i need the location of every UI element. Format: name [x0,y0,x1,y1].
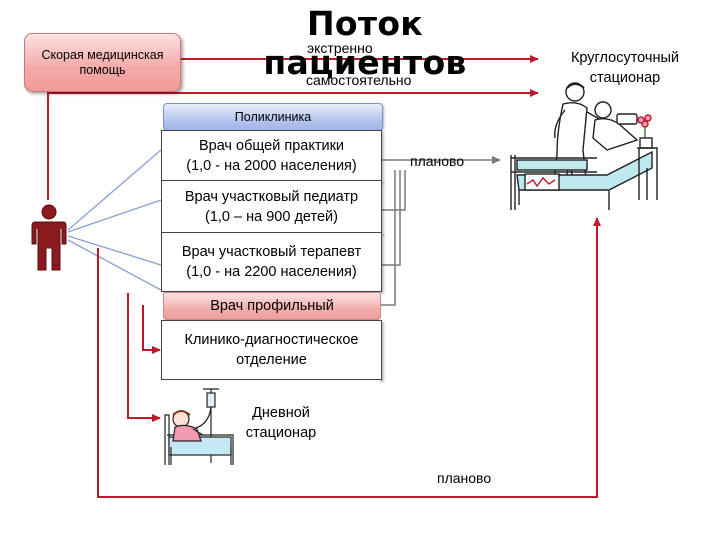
specialist-box: Врач профильный [163,292,381,320]
planned-label-bottom: планово [437,470,492,486]
polyclinic-header: Поликлиника [163,103,383,131]
specialist-label: Врач профильный [210,298,334,314]
page-title: Поток пациентов [263,4,467,82]
gp-title: Врач общей практики [198,138,345,154]
doctor-bedside-icon [510,82,658,210]
pediatrician-title: Врач участковый педиатр [184,189,359,205]
planned-label-top: планово [410,153,465,169]
planned-hospital-arrow [97,217,601,498]
pediatrician-box: Врач участковый педиатр (1,0 – на 900 де… [161,180,382,234]
therapist-box: Врач участковый терапевт (1,0 - на 2200 … [161,232,382,292]
planned-referral-lines [380,156,501,306]
diagnostic-label: Клинико-диагностическое отделение [184,332,359,368]
person-icon [31,204,67,271]
emergency-label: экстренно [307,40,373,56]
ambulance-label: Скорая медицинская помощь [41,47,164,77]
hospital-label: Круглосуточный стационар [570,50,680,86]
polyclinic-label: Поликлиника [234,110,312,124]
internal-referral-arrows [127,293,161,422]
self-referral-label: самостоятельно [306,72,412,88]
diagnostic-box: Клинико-диагностическое отделение [161,320,382,380]
patient-drip-icon [164,388,234,465]
gp-ratio: (1,0 - на 2000 населения) [186,158,357,174]
pediatrician-ratio: (1,0 – на 900 детей) [205,209,338,225]
therapist-ratio: (1,0 - на 2200 населения) [186,264,357,280]
day-hospital-label: Дневной стационар [245,405,317,441]
therapist-title: Врач участковый терапевт [181,244,362,260]
ambulance-box: Скорая медицинская помощь [24,33,181,92]
self-referral-arrow [47,89,539,200]
gp-doctor-box: Врач общей практики (1,0 - на 2000 насел… [161,130,382,182]
person-to-doctors-lines [67,149,162,291]
